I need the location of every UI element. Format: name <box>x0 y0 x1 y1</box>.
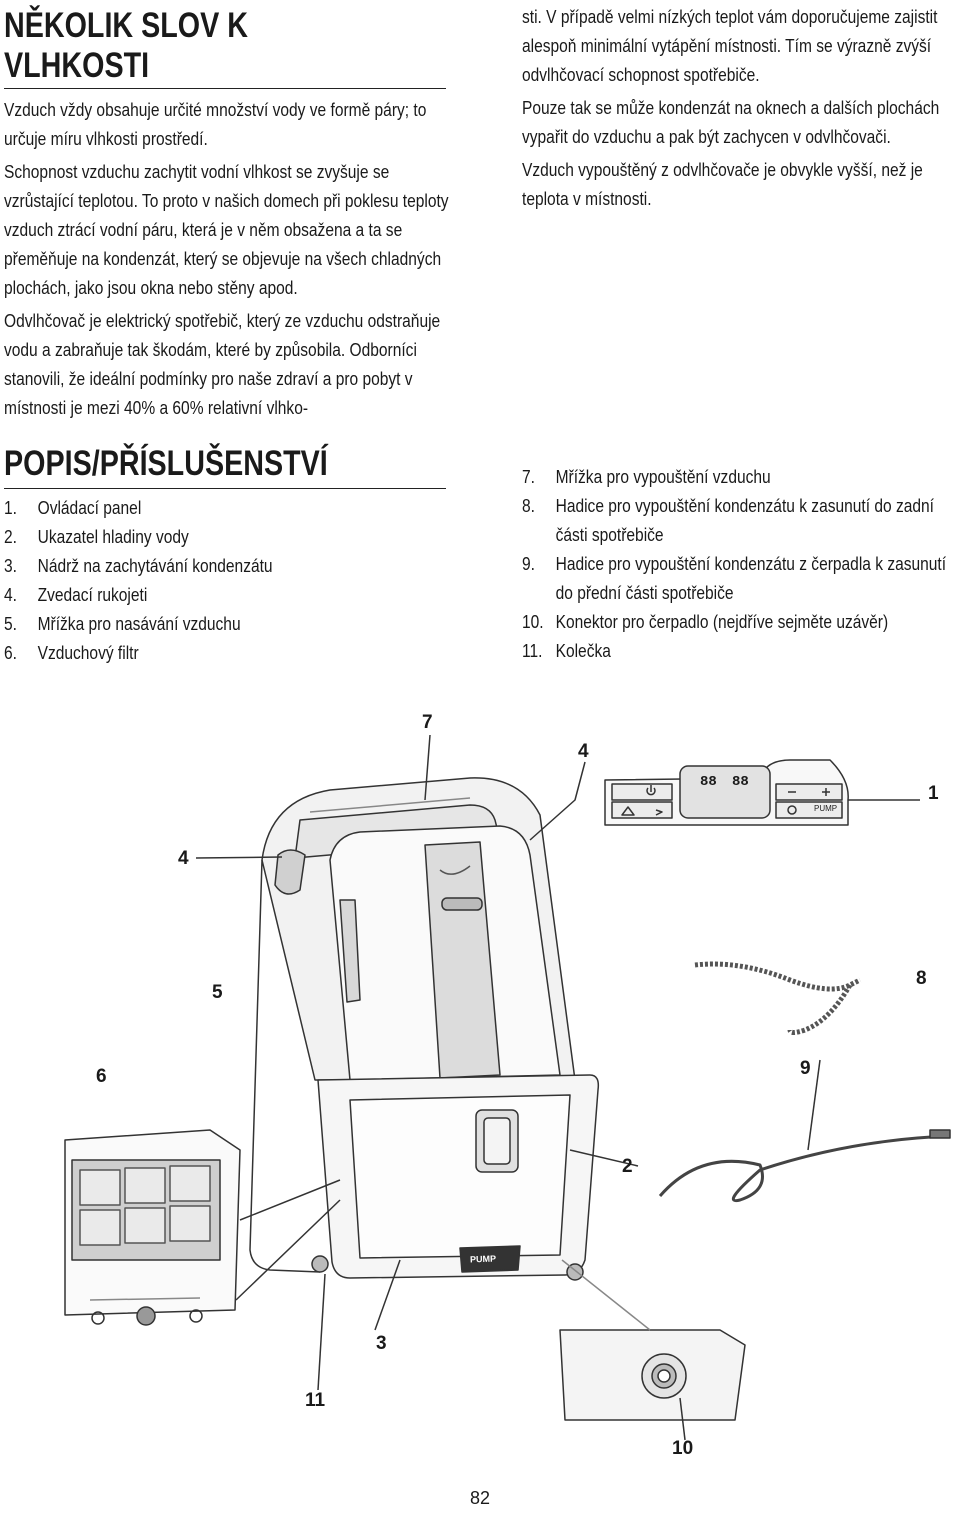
paragraph: Pouze tak se může kondenzát na oknech a … <box>522 97 940 147</box>
air-filter <box>71 1159 221 1261</box>
filter-inset <box>64 1129 241 1316</box>
plus-icon <box>822 788 830 796</box>
section-title-humidity: NĚKOLIK SLOV K VLHKOSTI <box>4 6 248 85</box>
callout-2: 2 <box>622 1156 633 1177</box>
parts-list-right: 7.Mřížka pro vypouštění vzduchu 8.Hadice… <box>522 462 960 665</box>
pump-connector-small <box>136 1306 156 1326</box>
page-number: 82 <box>469 1488 491 1508</box>
section-humidity-right: sti. V případě velmi nízkých teplot vám … <box>522 2 960 213</box>
parts-list-left: 1.Ovládací panel 2.Ukazatel hladiny vody… <box>4 493 441 667</box>
callout-3: 3 <box>376 1333 387 1354</box>
water-tank <box>317 1074 600 1279</box>
callout-11: 11 <box>305 1390 326 1411</box>
title-rule <box>4 488 446 489</box>
list-item: 11.Kolečka <box>522 640 611 661</box>
wheel <box>189 1309 203 1323</box>
humidity-text-right: sti. V případě velmi nízkých teplot vám … <box>522 2 960 213</box>
fan-icon <box>655 809 663 816</box>
paragraph: Odvlhčovač je elektrický spotřebič, kter… <box>4 310 441 418</box>
callout-4-panel: 4 <box>578 741 589 762</box>
callout-1: 1 <box>928 783 939 804</box>
home-icon <box>621 806 635 816</box>
list-item: 7.Mřížka pro vypouštění vzduchu <box>522 466 771 487</box>
callout-6: 6 <box>96 1066 107 1087</box>
panel-display: 88 <box>700 774 717 790</box>
callout-7: 7 <box>422 712 433 733</box>
list-item: 8.Hadice pro vypouštění kondenzátu k zas… <box>522 495 934 545</box>
center-panel <box>424 841 501 1079</box>
paragraph: Vzduch vždy obsahuje určité množství vod… <box>4 99 427 149</box>
section-description-right: 7.Mřížka pro vypouštění vzduchu 8.Hadice… <box>522 462 960 665</box>
section-humidity-left: NĚKOLIK SLOV K VLHKOSTI Vzduch vždy obsa… <box>4 0 449 422</box>
drain-hose-front <box>658 1134 951 1203</box>
timer-icon <box>787 805 797 815</box>
pump-label: PUMP <box>469 1253 497 1265</box>
callout-8: 8 <box>916 968 927 989</box>
panel-display-2: 88 <box>732 774 749 790</box>
callout-4: 4 <box>178 848 189 869</box>
appliance-front <box>329 825 561 1081</box>
list-item: 4.Zvedací rukojeti <box>4 584 148 605</box>
section-title-description: POPIS/PŘÍSLUŠENSTVÍ <box>4 444 328 483</box>
top-grille <box>294 804 501 859</box>
paragraph: sti. V případě velmi nízkých teplot vám … <box>522 6 938 85</box>
pump-connector <box>641 1353 687 1399</box>
callout-9: 9 <box>800 1058 811 1079</box>
wheel <box>566 1263 584 1281</box>
water-level-window <box>475 1109 519 1173</box>
logo-badge <box>441 897 483 911</box>
control-panel <box>604 759 849 826</box>
wheel <box>311 1255 329 1273</box>
paragraph: Schopnost vzduchu zachytit vodní vlhkost… <box>4 161 449 298</box>
section-description-left: POPIS/PŘÍSLUŠENSTVÍ 1.Ovládací panel 2.U… <box>4 444 446 667</box>
drain-hose-rear <box>694 961 862 1035</box>
panel-pump-label: PUMP <box>814 804 838 813</box>
wheel <box>91 1311 105 1325</box>
list-item: 2.Ukazatel hladiny vody <box>4 526 189 547</box>
list-item: 9.Hadice pro vypouštění kondenzátu z čer… <box>522 553 947 603</box>
callout-5: 5 <box>212 982 223 1003</box>
list-item: 1.Ovládací panel <box>4 497 142 518</box>
power-icon <box>646 785 656 796</box>
display-window <box>679 765 771 819</box>
handle-icon <box>274 849 306 895</box>
paragraph: Vzduch vypouštěný z odvlhčovače je obvyk… <box>522 159 923 209</box>
appliance-top <box>261 777 576 1081</box>
humidity-text-left: Vzduch vždy obsahuje určité množství vod… <box>4 95 451 422</box>
list-item: 5.Mřížka pro nasávání vzduchu <box>4 613 241 634</box>
title-rule <box>4 88 446 89</box>
list-item: 3.Nádrž na zachytávání kondenzátu <box>4 555 273 576</box>
list-item: 6.Vzduchový filtr <box>4 642 139 663</box>
callout-10: 10 <box>672 1438 694 1459</box>
list-item: 10.Konektor pro čerpadlo (nejdříve sejmě… <box>522 611 889 632</box>
pump-connector-inset <box>559 1329 746 1421</box>
